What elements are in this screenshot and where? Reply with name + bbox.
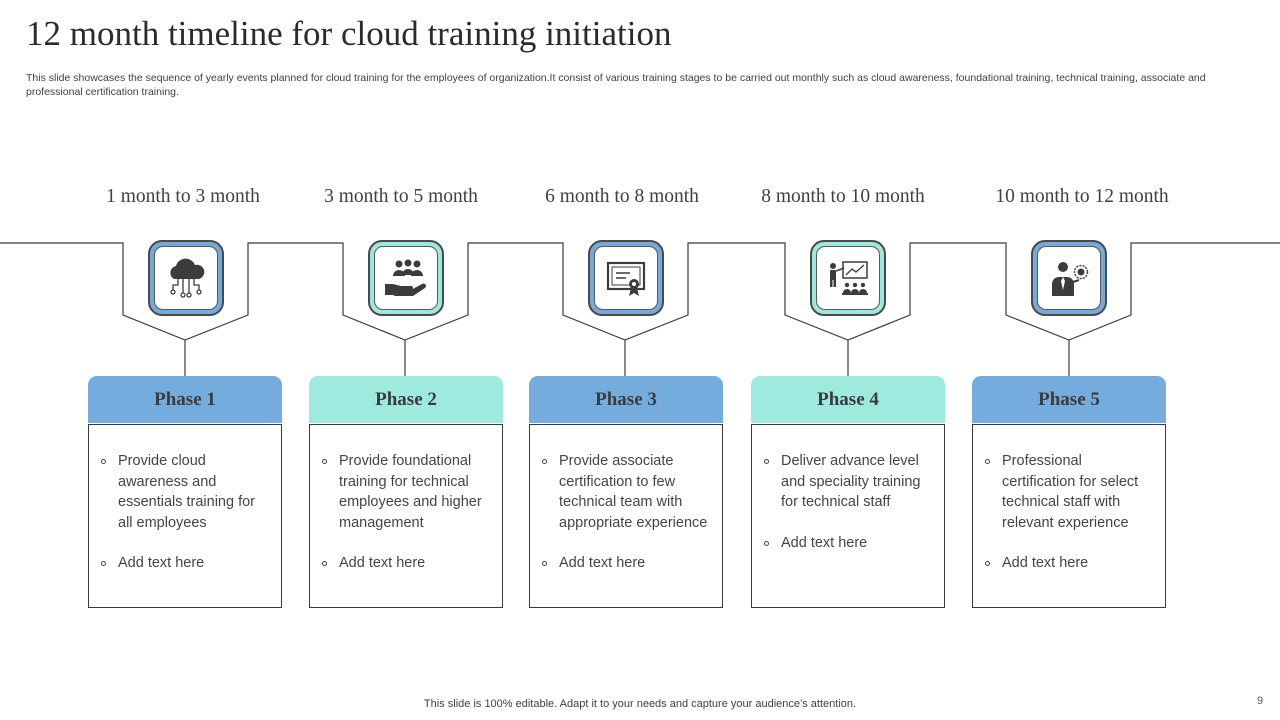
bullet-icon [985, 561, 990, 566]
bullet-icon [322, 459, 327, 464]
phase-5-bullet-2: Add text here [985, 553, 1153, 574]
bullet-icon [542, 459, 547, 464]
phase-1-icon-frame [148, 240, 224, 316]
phase-5-details: Professional certification for select te… [972, 424, 1166, 608]
phase-1-details: Provide cloud awareness and essentials t… [88, 424, 282, 608]
footer-note: This slide is 100% editable. Adapt it to… [423, 698, 857, 710]
bullet-icon [985, 459, 990, 464]
phase-3-icon-frame [588, 240, 664, 316]
period-label-2: 3 month to 5 month [324, 186, 478, 207]
phase-5-bullet-1: Professional certification for select te… [985, 451, 1153, 533]
phase-4-icon-frame [810, 240, 886, 316]
team-in-hand-icon [385, 259, 426, 296]
period-label-4: 8 month to 10 month [761, 186, 925, 207]
phase-1-bullet-1: Provide cloud awareness and essentials t… [101, 451, 269, 533]
phase-2-details: Provide foundational training for techni… [309, 424, 503, 608]
period-label-5: 10 month to 12 month [995, 186, 1169, 207]
bullet-icon [101, 459, 106, 464]
phase-3-details: Provide associate certification to few t… [529, 424, 723, 608]
slide-subtitle: This slide showcases the sequence of yea… [26, 72, 1206, 98]
bullet-icon [764, 540, 769, 546]
professional-badge-icon [1052, 262, 1089, 296]
bullet-icon [542, 561, 547, 566]
phase-2-bullet-1: Provide foundational training for techni… [322, 451, 490, 533]
phase-2-header: Phase 2 [309, 376, 503, 423]
bullet-icon [101, 561, 106, 566]
cloud-network-icon [170, 258, 205, 298]
phase-2-icon-frame [368, 240, 444, 316]
phase-5-header: Phase 5 [972, 376, 1166, 423]
page-number: 9 [1257, 695, 1264, 707]
phase-3-bullet-2: Add text here [542, 553, 710, 574]
phase-4-details: Deliver advance level and speciality tra… [751, 424, 945, 608]
phase-4-bullet-1: Deliver advance level and speciality tra… [764, 451, 932, 513]
phase-4-bullet-2: Add text here [764, 533, 932, 554]
bullet-icon [764, 459, 769, 464]
phase-3-bullet-1: Provide associate certification to few t… [542, 451, 710, 533]
period-label-1: 1 month to 3 month [106, 186, 260, 207]
certificate-icon [606, 261, 646, 296]
phase-5-icon-frame [1031, 240, 1107, 316]
phase-1-bullet-2: Add text here [101, 553, 269, 574]
slide-title: 12 month timeline for cloud training ini… [26, 14, 672, 53]
bullet-icon [322, 561, 327, 566]
period-label-3: 6 month to 8 month [545, 186, 699, 207]
phase-3-header: Phase 3 [529, 376, 723, 423]
phase-4-header: Phase 4 [751, 376, 945, 423]
presentation-training-icon [830, 261, 868, 295]
phase-1-header: Phase 1 [88, 376, 282, 423]
phase-2-bullet-2: Add text here [322, 553, 490, 574]
